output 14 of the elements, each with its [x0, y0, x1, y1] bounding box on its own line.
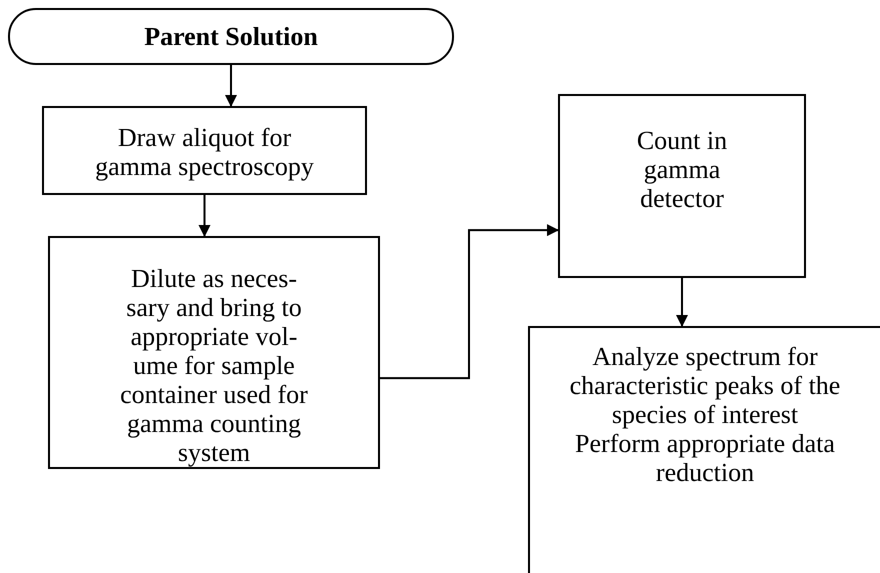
process-box [558, 94, 806, 278]
process-box [48, 236, 380, 469]
step-text: Dilute as neces- sary and bring to appropriate vol- ume for sample container used for gamma counting system [119, 264, 309, 467]
step-text: Perform appropriate data reduction [574, 429, 836, 487]
arrow [198, 195, 210, 237]
arrow [225, 65, 237, 107]
arrow [380, 224, 559, 380]
step-text: Draw aliquot for gamma spectroscopy [94, 123, 315, 181]
process-box [42, 106, 367, 195]
process-box [528, 326, 880, 573]
step-text: Analyze spectrum for characteristic peaks of the species of interest [568, 342, 842, 429]
arrow [676, 278, 688, 327]
step-text: Count in gamma detector [636, 126, 728, 213]
step-text: Parent Solution [144, 22, 318, 51]
